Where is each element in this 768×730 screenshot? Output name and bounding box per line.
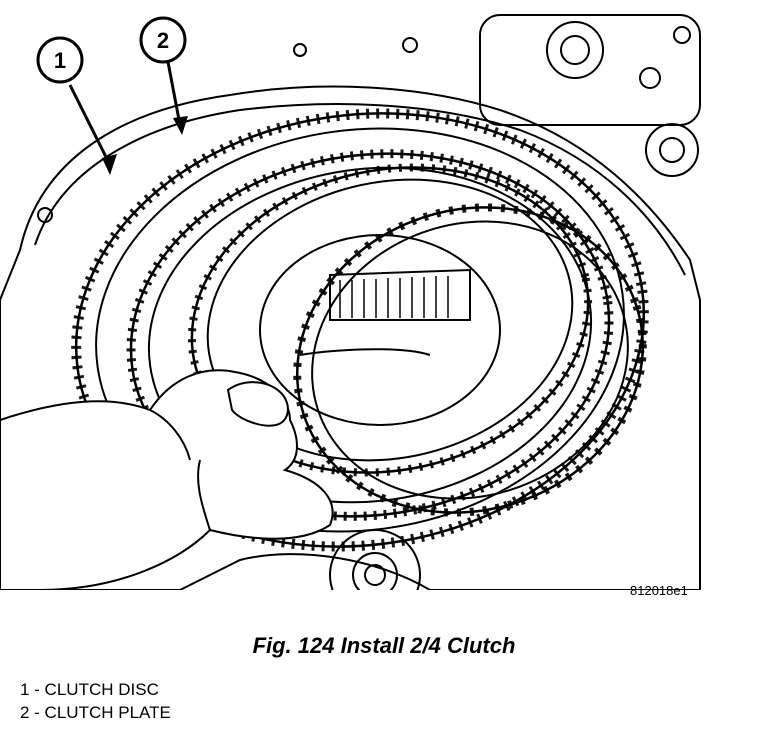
clutch-install-illustration: 1 2 [0,14,701,590]
callout-1: 1 [36,36,84,84]
clutch-hub [259,234,501,426]
case-boss-right [645,123,699,177]
clutch-disc-pack [71,108,649,552]
legend: 1 - CLUTCH DISC 2 - CLUTCH PLATE [20,678,171,724]
clutch-plate-pack [187,163,647,517]
callout-1-leader [68,84,112,166]
callout-1-arrowhead [102,154,117,175]
transmission-case [0,85,701,590]
callout-2: 2 [139,16,187,64]
drawing-code: 812018e1 [630,583,688,598]
legend-item-clutch-disc: 1 - CLUTCH DISC [20,680,159,699]
callout-1-number: 1 [54,48,66,73]
technician-hand [0,369,334,590]
case-boss-upper [479,14,701,126]
figure-caption: Fig. 124 Install 2/4 Clutch [252,633,516,658]
callout-2-arrowhead [173,116,188,135]
callout-2-leader [166,61,182,126]
legend-item-clutch-plate: 2 - CLUTCH PLATE [20,703,171,722]
callout-2-number: 2 [157,28,169,53]
bolt-holes [37,37,418,223]
